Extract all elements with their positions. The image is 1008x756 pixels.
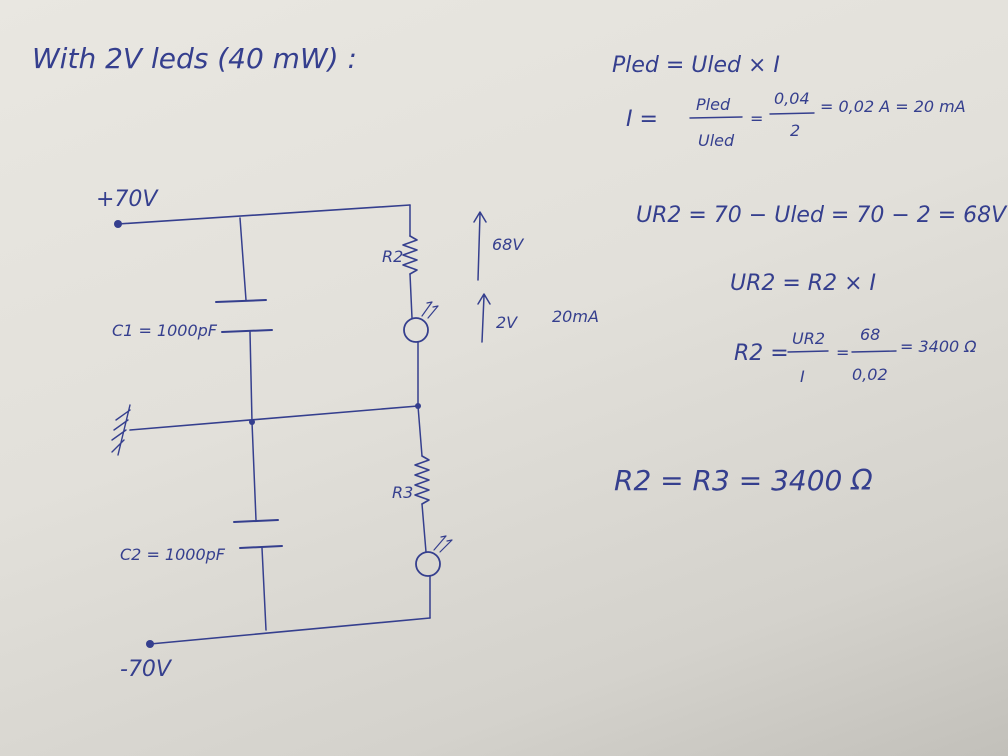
c1-plate-bottom: [221, 329, 273, 333]
led2-symbol: [415, 551, 441, 577]
r3-top-wire: [417, 405, 423, 457]
r2-lhs: R2 =: [734, 341, 789, 366]
page-heading: With 2V leds (40 mW) :: [32, 42, 357, 75]
circuit-diagram: +70V C1 = 1000pF R2 68V 2V 20mA C2 = 100…: [96, 187, 599, 682]
bottom-supply-terminal: [146, 640, 154, 648]
c2-lower-wire: [261, 547, 267, 631]
r2-resistor: [402, 235, 418, 275]
c2-upper-wire: [251, 421, 257, 521]
current-equals: =: [750, 109, 763, 128]
c1-label: C1 = 1000pF: [112, 321, 218, 340]
ground-icon: [111, 404, 131, 456]
top-rail-wire: [117, 204, 411, 225]
current-lhs: I =: [626, 107, 658, 132]
power-equation: Pled = Uled × I: [612, 53, 780, 78]
r2-equals: =: [836, 343, 849, 362]
v2-label: 2V: [496, 313, 518, 332]
ur2-equation: UR2 = 70 − Uled = 70 − 2 = 68V: [636, 203, 1008, 228]
v2-arrow-icon: [477, 293, 491, 343]
r2-denominator-value: 0,02: [852, 365, 888, 384]
r3-resistor: [414, 455, 430, 505]
current-denominator-value: 2: [790, 121, 800, 140]
r2-denominator: I: [800, 367, 805, 386]
r2-result: = 3400 Ω: [900, 337, 977, 356]
r2-numerator-value: 68: [860, 325, 880, 344]
c2-plate-top: [233, 519, 279, 523]
r2-fraction-bar: [787, 350, 829, 353]
v68-arrow-icon: [473, 211, 487, 281]
c1-lower-wire: [249, 331, 253, 423]
r3-led-wire: [421, 503, 427, 553]
led1-light-rays-icon: [421, 301, 439, 319]
ground-rail-wire: [129, 405, 419, 431]
led2-light-rays-icon: [433, 535, 453, 553]
current-denominator: Uled: [698, 131, 735, 150]
current-result: = 0,02 A = 20 mA: [820, 97, 966, 116]
top-supply-label: +70V: [96, 187, 159, 212]
r2-label: R2: [382, 247, 403, 266]
r3-label: R3: [392, 483, 413, 502]
led1-symbol: [403, 317, 429, 343]
current-numerator-value: 0,04: [774, 89, 810, 108]
r2-value-fraction-bar: [851, 350, 897, 353]
bottom-rail-wire: [149, 617, 431, 645]
current-fraction-bar: [689, 116, 743, 119]
calculations: Pled = Uled × I I = Pled Uled = 0,04 2 =…: [612, 53, 1008, 497]
final-result: R2 = R3 = 3400 Ω: [614, 464, 873, 497]
c2-label: C2 = 1000pF: [120, 545, 226, 564]
c1-plate-top: [215, 299, 267, 303]
bottom-supply-label: -70V: [120, 657, 173, 682]
ohm-law: UR2 = R2 × I: [730, 271, 876, 296]
current-numerator: Pled: [696, 95, 731, 114]
r2-numerator: UR2: [792, 329, 825, 348]
v68-label: 68V: [492, 235, 524, 254]
current-value-fraction-bar: [769, 112, 815, 115]
c1-upper-wire: [239, 217, 247, 301]
i-led-label: 20mA: [552, 307, 599, 326]
r2-led-wire: [409, 273, 413, 319]
c2-plate-bottom: [239, 545, 283, 549]
